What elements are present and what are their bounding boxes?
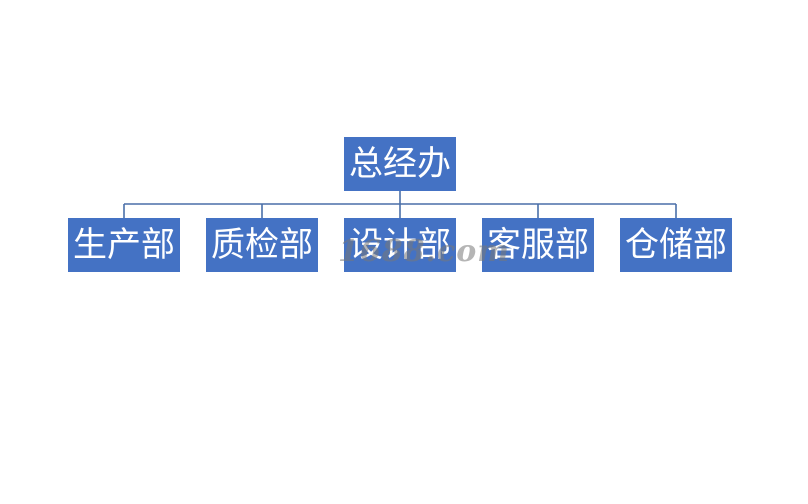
node-label: 总经办 — [349, 144, 451, 184]
node-general-office: 总经办 — [344, 137, 456, 191]
node-design-dept: 设计部 — [344, 218, 456, 272]
node-label: 质检部 — [211, 225, 313, 265]
node-label: 客服部 — [487, 225, 589, 265]
node-customer-service-dept: 客服部 — [482, 218, 594, 272]
node-label: 生产部 — [73, 225, 175, 265]
node-label: 仓储部 — [625, 225, 727, 265]
node-label: 设计部 — [349, 225, 451, 265]
node-warehouse-dept: 仓储部 — [620, 218, 732, 272]
node-production-dept: 生产部 — [68, 218, 180, 272]
node-quality-dept: 质检部 — [206, 218, 318, 272]
